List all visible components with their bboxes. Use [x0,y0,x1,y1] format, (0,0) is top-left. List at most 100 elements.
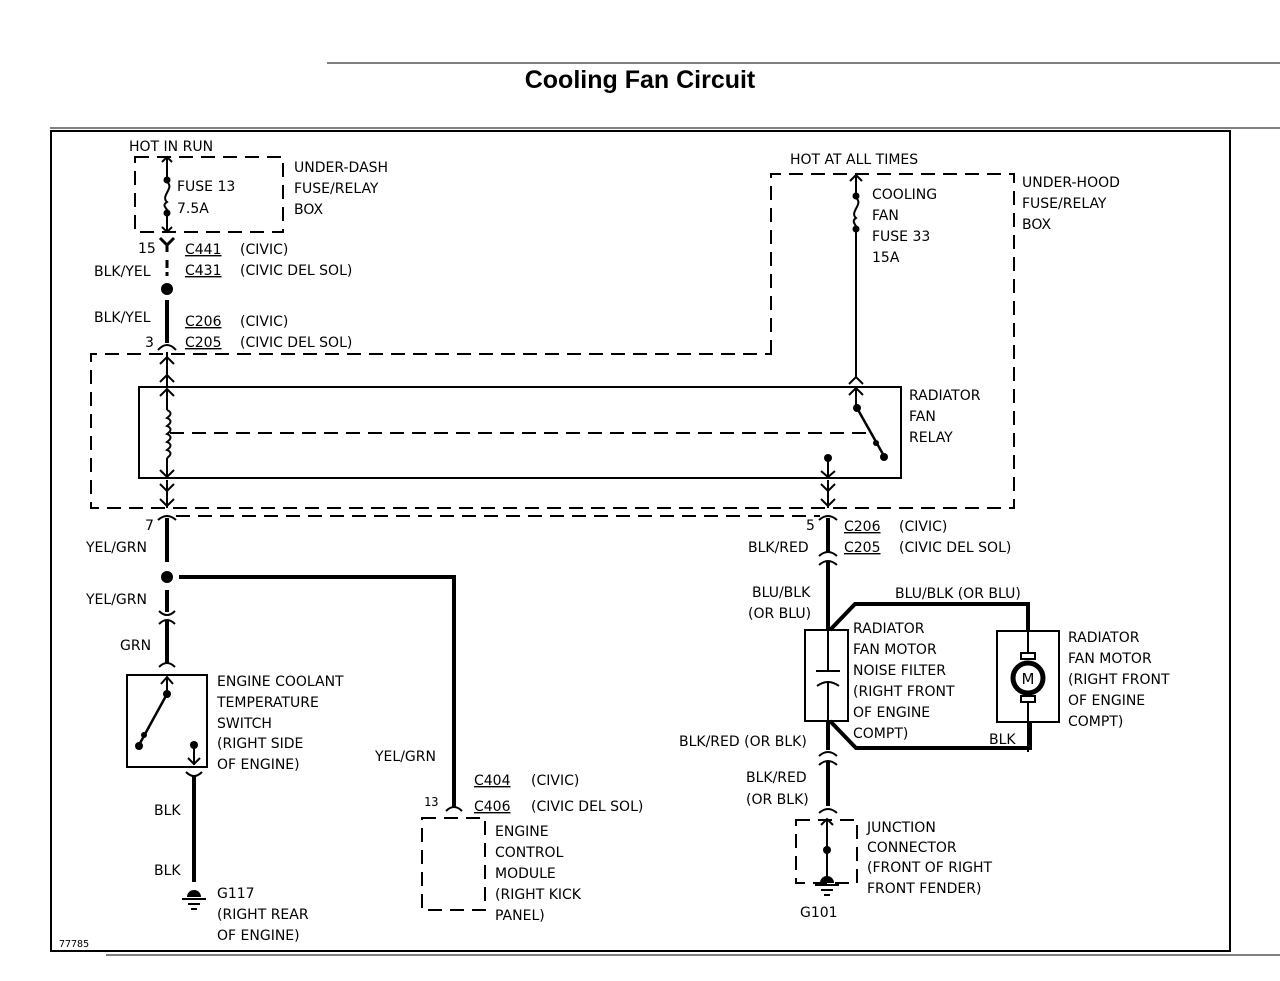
hot-at-all-times-label: HOT AT ALL TIMES [790,152,918,168]
svg-text:M: M [1022,670,1035,688]
coolant-temp-switch-box [126,674,208,768]
wire-blu-blk-motor [828,602,1030,632]
wire-label-grn: GRN [120,638,151,654]
c441-note: (CIVIC) [240,242,288,258]
wire-label-yel-grn: YEL/GRN [85,540,147,556]
connector-c206-icon [157,344,177,351]
fuse-33-icon [848,173,864,385]
wire-label-blk-red: BLK/RED [748,540,809,556]
c431-link[interactable]: C431 [185,263,222,279]
under-hood-box-label: UNDER-HOOD FUSE/RELAY BOX [1022,175,1120,233]
svg-text:RADIATOR: RADIATOR [853,621,925,637]
coolant-temp-switch-label: ENGINE COOLANT TEMPERATURE SWITCH (RIGHT… [216,674,344,773]
wire-label-blk-yel: BLK/YEL [94,310,151,326]
under-hood-fuse-box [90,173,1015,509]
c205-mid-link[interactable]: C205 [844,540,881,556]
svg-text:COMPT): COMPT) [853,726,908,742]
svg-text:FUSE 33: FUSE 33 [872,229,930,245]
svg-text:OF ENGINE): OF ENGINE) [217,757,300,773]
wire-label-blk: BLK [154,863,181,879]
connector-icon [158,610,176,616]
svg-text:RADIATOR: RADIATOR [909,388,981,404]
c206-mid-note: (CIVIC) [899,519,947,535]
svg-text:FUSE/RELAY: FUSE/RELAY [294,181,379,197]
svg-text:CONNECTOR: CONNECTOR [867,840,957,856]
c441-pin: 15 [138,241,156,257]
svg-text:OF ENGINE): OF ENGINE) [217,928,300,944]
fuse-33-label: COOLING FAN FUSE 33 15A [872,187,937,266]
svg-text:BOX: BOX [1022,217,1051,233]
c205-top-link[interactable]: C205 [185,335,222,351]
svg-text:FAN MOTOR: FAN MOTOR [1068,651,1152,667]
wire-label-yel-grn: YEL/GRN [374,749,436,765]
c404-link[interactable]: C404 [474,773,511,789]
svg-text:COMPT): COMPT) [1068,714,1123,730]
ground-g117-icon [182,890,206,910]
svg-text:G117: G117 [217,886,255,902]
junction-icon [815,817,839,896]
svg-text:MODULE: MODULE [495,866,556,882]
svg-text:ENGINE COOLANT: ENGINE COOLANT [217,674,344,690]
wire-label-blk: BLK [989,732,1016,748]
svg-text:NOISE FILTER: NOISE FILTER [853,663,946,679]
c206-mid-link[interactable]: C206 [844,519,881,535]
svg-text:OF ENGINE: OF ENGINE [1068,693,1145,709]
ecm-label: ENGINE CONTROL MODULE (RIGHT KICK PANEL) [495,824,582,924]
c206-top-link[interactable]: C206 [185,314,222,330]
hot-in-run-label: HOT IN RUN [129,139,213,155]
connector-c441-icon [158,236,176,248]
svg-text:FAN MOTOR: FAN MOTOR [853,642,937,658]
svg-text:UNDER-HOOD: UNDER-HOOD [1022,175,1120,191]
under-dash-box-label: UNDER-DASH FUSE/RELAY BOX [294,160,388,218]
svg-text:(OR BLK): (OR BLK) [746,792,809,808]
svg-text:SWITCH: SWITCH [217,716,272,732]
wire-label-yel-grn: YEL/GRN [85,592,147,608]
wire-label-blk-yel: BLK/YEL [94,264,151,280]
svg-text:(RIGHT SIDE: (RIGHT SIDE [217,736,303,752]
diagram-frame [50,130,1231,952]
figure-id: 77785 [59,939,89,950]
c406-link[interactable]: C406 [474,799,511,815]
under-dash-fuse-box [134,156,284,233]
page-title: Cooling Fan Circuit [525,66,756,94]
relay-out-chevrons [159,480,836,508]
svg-text:BLU/BLK: BLU/BLK [752,585,811,601]
svg-text:COOLING: COOLING [872,187,937,203]
c206-pin-5: 5 [806,518,815,534]
svg-text:(FRONT OF RIGHT: (FRONT OF RIGHT [867,860,992,876]
c406-pin: 13 [424,795,438,809]
svg-text:RADIATOR: RADIATOR [1068,630,1140,646]
connector-c406-icon [445,806,463,812]
svg-text:BOX: BOX [294,202,323,218]
ground-g101-label: G101 [800,905,838,921]
wire-label-blk: BLK [154,803,181,819]
fan-motor-icon: M [1010,631,1046,752]
svg-text:(RIGHT REAR: (RIGHT REAR [217,907,309,923]
connector-icon [818,751,838,757]
relay-coil-icon [159,387,175,479]
relay-terminal-chevrons [159,352,175,388]
c404-note: (CIVIC) [531,773,579,789]
c206-top-note: (CIVIC) [240,314,288,330]
splice-dot [161,283,173,295]
svg-text:FRONT FENDER): FRONT FENDER) [867,881,981,897]
noise-filter-label: RADIATOR FAN MOTOR NOISE FILTER (RIGHT F… [853,621,955,742]
svg-text:OF ENGINE: OF ENGINE [853,705,930,721]
wire-label-blk-red-or-blk: BLK/RED (OR BLK) [679,734,807,750]
svg-text:ENGINE: ENGINE [495,824,549,840]
svg-text:CONTROL: CONTROL [495,845,564,861]
wire-label-blu-blk: BLU/BLK (OR BLU) [748,585,811,622]
c205-top-note: (CIVIC DEL SOL) [240,335,352,351]
svg-text:UNDER-DASH: UNDER-DASH [294,160,388,176]
wire-yel-grn-to-ecm [179,575,456,808]
svg-text:TEMPERATURE: TEMPERATURE [216,695,319,711]
ecm-box [421,817,486,911]
svg-text:(RIGHT FRONT: (RIGHT FRONT [1068,672,1170,688]
radiator-fan-relay-box [138,386,902,479]
c431-note: (CIVIC DEL SOL) [240,263,352,279]
svg-text:RELAY: RELAY [909,430,953,446]
c441-link[interactable]: C441 [185,242,222,258]
svg-text:PANEL): PANEL) [495,908,545,924]
noise-filter-box [804,629,849,722]
svg-text:FUSE 13: FUSE 13 [177,179,235,195]
